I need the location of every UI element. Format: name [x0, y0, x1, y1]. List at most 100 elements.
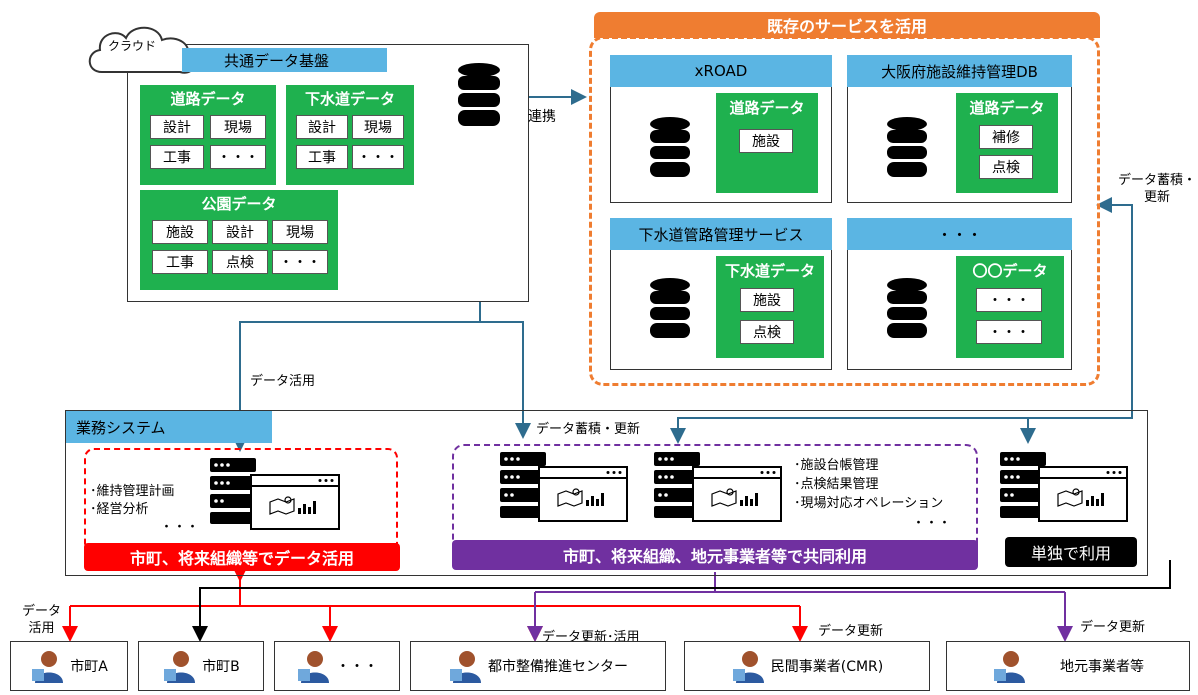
data-store-label: データ蓄積・更新: [536, 422, 641, 437]
user-icon: [32, 651, 64, 683]
banner-shared-use-text: 市町、将来組織、地元事業者等で共同利用: [562, 547, 867, 566]
service-name-text: ・・・: [936, 225, 982, 244]
banner-shared-use: 市町、将来組織、地元事業者等で共同利用: [452, 540, 978, 570]
store-update-label-right: データ蓄積・ 更新: [1118, 172, 1196, 206]
map-window-icon: [538, 466, 628, 522]
user-name: 民間事業者(CMR): [770, 659, 884, 675]
platform-title: 共通データ基盤: [182, 48, 387, 72]
cell: 工事: [296, 145, 348, 169]
platform-title-text: 共通データ基盤: [224, 51, 330, 70]
sewer-data-box: 下水道データ 設計 現場 工事 ・・・: [286, 85, 414, 185]
user-box: 都市整備推進センター: [410, 641, 666, 691]
existing-services-title-text: 既存のサービスを活用: [766, 17, 927, 36]
user-box: ・・・: [274, 641, 400, 691]
user-box: 民間事業者(CMR): [684, 641, 930, 691]
user-name: 市町B: [202, 659, 240, 675]
cell: 施設: [740, 288, 794, 312]
store-update-line2: 更新: [1144, 190, 1171, 205]
cell: 現場: [272, 220, 328, 244]
cell: 点検: [212, 250, 268, 274]
map-window-icon: [1038, 466, 1128, 522]
service-data-box: 〇〇データ ・・・ ・・・: [956, 256, 1064, 358]
user-icon: [164, 651, 196, 683]
service-name-text: xROAD: [694, 62, 748, 80]
cell: ・・・: [210, 145, 266, 169]
user-name: 市町A: [70, 659, 108, 675]
link-label: 連携: [528, 109, 556, 125]
cell: 施設: [152, 220, 208, 244]
cell: 工事: [152, 250, 208, 274]
service-data-title: 〇〇データ: [972, 262, 1048, 280]
cell: ・・・: [976, 288, 1042, 312]
business-system-title-text: 業務システム: [76, 418, 166, 437]
cell: ・・・: [976, 320, 1042, 344]
user-box: 市町B: [138, 641, 264, 691]
banner-standalone-text: 単独で利用: [1030, 544, 1111, 563]
service-name: 大阪府施設維持管理DB: [847, 55, 1072, 87]
cell: ・・・: [352, 145, 404, 169]
cell: 現場: [210, 115, 266, 139]
service-name: xROAD: [610, 55, 832, 87]
server-icon: [500, 452, 546, 518]
service-data-box: 下水道データ 施設 点検: [716, 256, 824, 358]
left-item: ･維持管理計画: [90, 484, 175, 499]
store-update-line1: データ蓄積・: [1118, 173, 1197, 188]
database-icon: [887, 117, 927, 177]
user-icon: [994, 651, 1025, 683]
road-data-title: 道路データ: [170, 90, 246, 108]
bottom-data-use-line1: データ: [22, 604, 62, 619]
database-icon: [458, 63, 500, 126]
server-icon: [654, 452, 700, 518]
park-data-box: 公園データ 施設 設計 現場 工事 点検 ・・・: [140, 190, 338, 290]
map-window-icon: [250, 474, 340, 530]
user-name: ・・・: [336, 659, 378, 675]
mid-item: ・・・: [912, 516, 952, 531]
database-icon: [650, 278, 690, 338]
mid-item: ･点検結果管理: [794, 477, 879, 492]
cell: 施設: [739, 129, 793, 153]
server-icon: [210, 458, 256, 524]
cell: 工事: [150, 145, 204, 169]
user-box: 市町A: [10, 641, 128, 691]
service-data-box: 道路データ 補修 点検: [956, 93, 1058, 193]
user-name: 地元事業者等: [1060, 659, 1144, 675]
mid-item: ･施設台帳管理: [794, 458, 879, 473]
road-data-box: 道路データ 設計 現場 工事 ・・・: [140, 85, 276, 185]
cell: 点検: [740, 320, 794, 344]
cloud-label: クラウド: [108, 39, 157, 53]
mid-item: ･現場対応オペレーション: [794, 496, 944, 511]
user-icon: [450, 651, 481, 683]
park-data-title: 公園データ: [201, 195, 277, 213]
cell: 現場: [352, 115, 404, 139]
server-icon: [1000, 452, 1046, 518]
service-name-text: 下水道管路管理サービス: [638, 225, 804, 244]
user-name: 都市整備推進センター: [488, 659, 628, 675]
banner-data-use: 市町、将来組織等でデータ活用: [84, 543, 400, 571]
user-box: 地元事業者等: [946, 641, 1190, 691]
service-data-box: 道路データ 施設: [716, 93, 818, 193]
cell: 補修: [979, 125, 1033, 149]
left-item: ･経営分析: [90, 502, 149, 517]
banner-data-use-text: 市町、将来組織等でデータ活用: [129, 549, 354, 568]
update-label-2: データ更新: [1080, 620, 1146, 635]
bottom-data-use-line2: 活用: [28, 621, 55, 636]
data-use-label: データ活用: [250, 374, 316, 389]
service-data-title: 下水道データ: [724, 262, 815, 280]
cell: ・・・: [272, 250, 328, 274]
service-name: ・・・: [847, 218, 1072, 250]
business-system-title: 業務システム: [66, 411, 272, 443]
cell: 設計: [150, 115, 204, 139]
user-icon: [298, 651, 329, 683]
update-label-1: データ更新: [818, 624, 884, 639]
left-item: ・・・: [160, 520, 200, 535]
service-data-title: 道路データ: [969, 99, 1045, 117]
business-system-frame: [65, 410, 1148, 576]
cell: 設計: [296, 115, 348, 139]
database-icon: [887, 278, 927, 338]
cell: 設計: [212, 220, 268, 244]
service-data-title: 道路データ: [729, 99, 805, 117]
map-window-icon: [692, 466, 782, 522]
service-name: 下水道管路管理サービス: [610, 218, 832, 250]
bottom-data-use-label: データ 活用: [22, 603, 61, 637]
